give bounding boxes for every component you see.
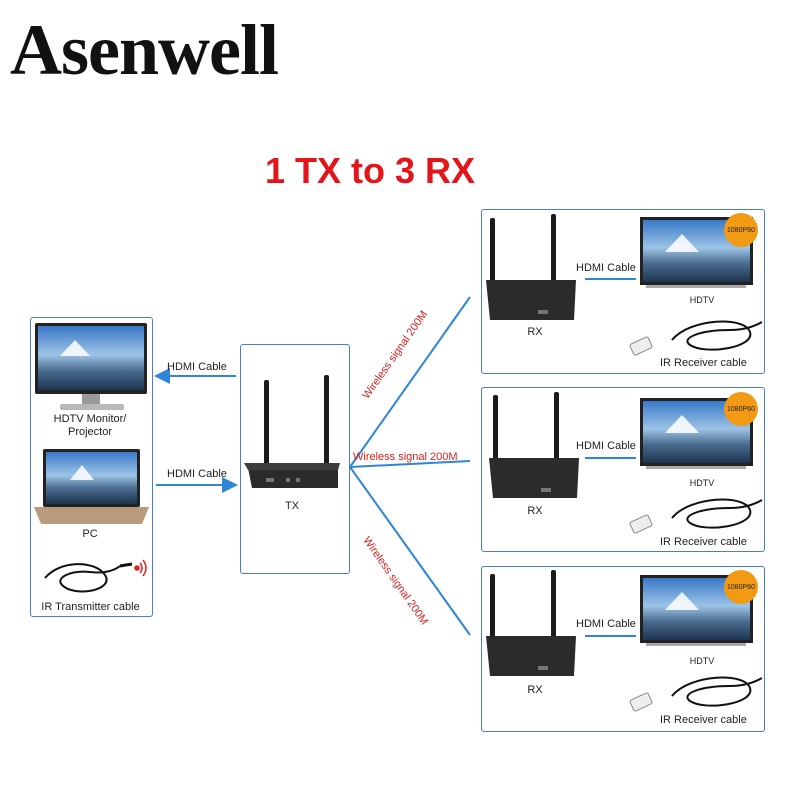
hdmi-out-label: HDMI Cable [167, 361, 227, 373]
ir-receiver-label: IR Receiver cable [660, 357, 747, 369]
tx-label: TX [270, 500, 314, 512]
rx-label: RX [515, 326, 555, 338]
ir-receiver-label: IR Receiver cable [660, 536, 747, 548]
hdmi-in-label: HDMI Cable [167, 468, 227, 480]
remote-control-icon [629, 514, 652, 533]
rx-box-icon [486, 636, 576, 676]
resolution-badge: 1080P60 [724, 392, 758, 426]
rx-hdmi-label: HDMI Cable [576, 262, 636, 274]
resolution-badge: 1080P60 [724, 570, 758, 604]
rx-box-icon [486, 280, 576, 320]
ir-receiver-cable-icon [672, 678, 762, 706]
ir-receiver-cable-icon [672, 500, 762, 528]
pc-label: PC [40, 528, 140, 540]
monitor-label: HDTV Monitor/ Projector [40, 413, 140, 439]
rx-label: RX [515, 505, 555, 517]
remote-control-icon [629, 692, 652, 711]
wireless-label-2: Wireless signal 200M [353, 451, 458, 463]
hdtv-label: HDTV [672, 656, 732, 666]
ir-receiver-cable-icon [672, 322, 762, 350]
resolution-badge: 1080P60 [724, 213, 758, 247]
hdtv-label: HDTV [672, 478, 732, 488]
rx-hdmi-label: HDMI Cable [576, 618, 636, 630]
rx-label: RX [515, 684, 555, 696]
hdtv-label: HDTV [672, 295, 732, 305]
remote-control-icon [629, 336, 652, 355]
ir-transmitter-label: IR Transmitter cable [30, 601, 151, 613]
ir-receiver-label: IR Receiver cable [660, 714, 747, 726]
rx-hdmi-label: HDMI Cable [576, 440, 636, 452]
rx-box-icon [489, 458, 579, 498]
